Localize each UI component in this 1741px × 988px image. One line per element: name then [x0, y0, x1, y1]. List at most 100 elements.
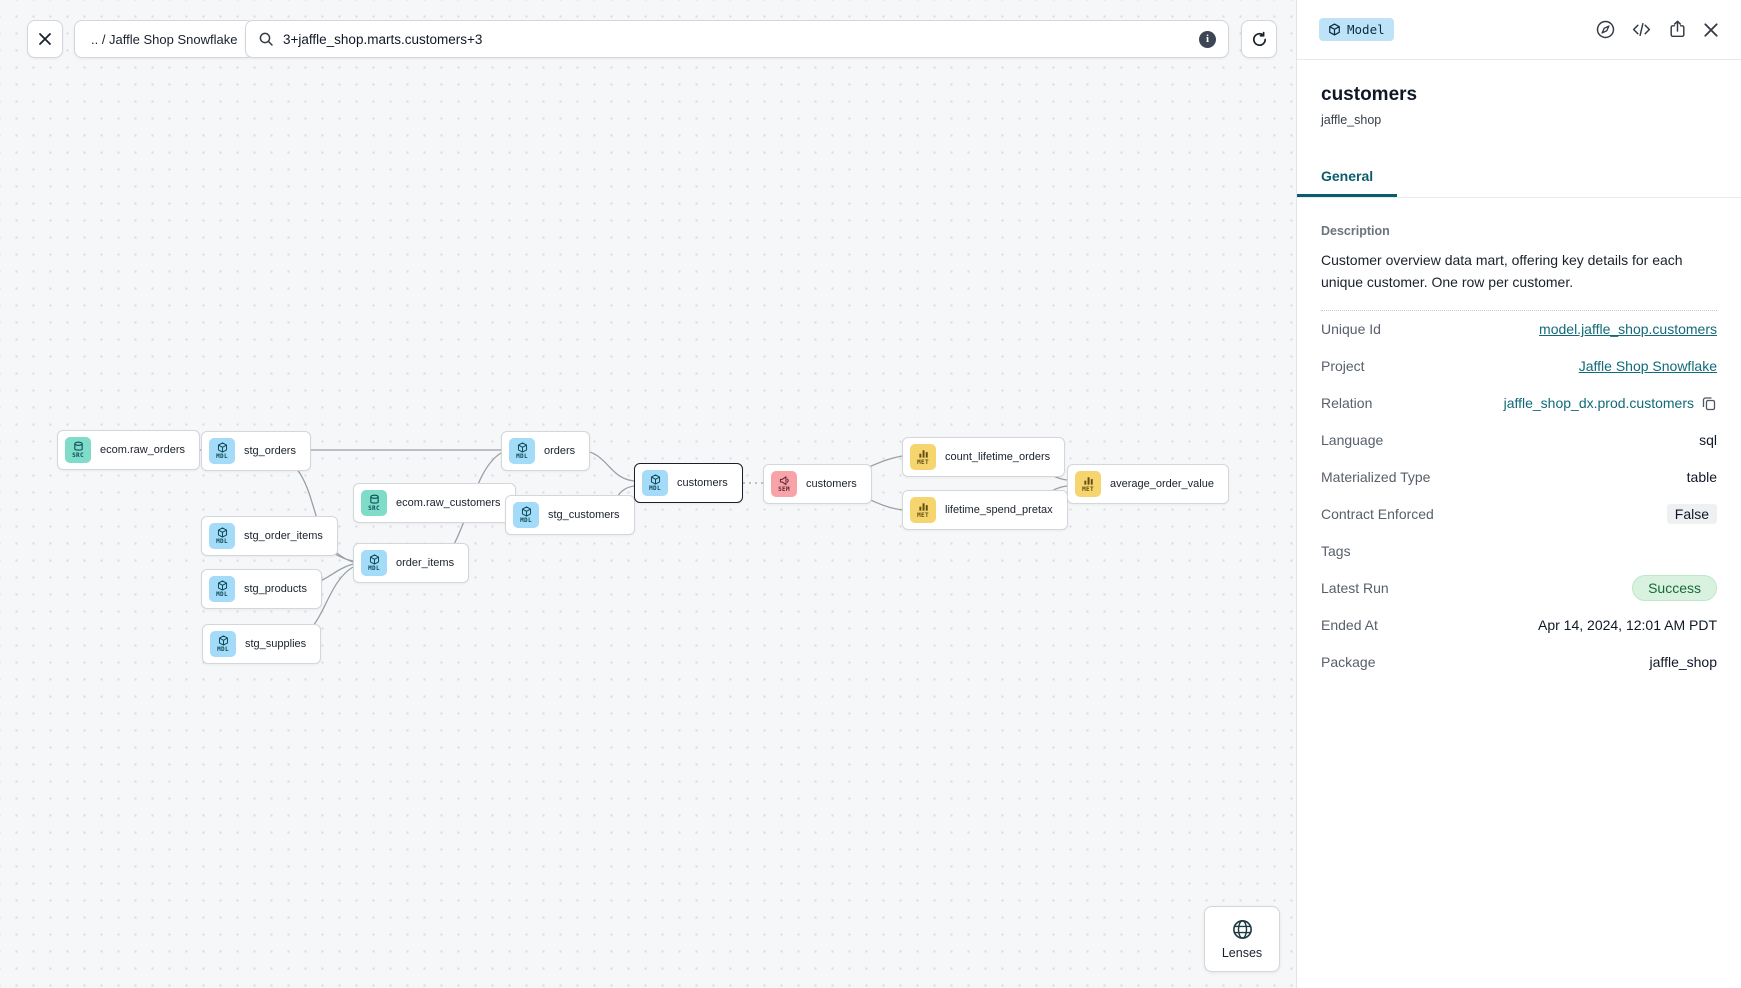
node-label: ecom.raw_customers: [396, 497, 501, 509]
source-icon: SRC: [361, 490, 387, 516]
field-label: Latest Run: [1321, 580, 1389, 597]
description-label: Description: [1321, 224, 1390, 238]
search-input[interactable]: [283, 31, 1190, 47]
panel-actions: [1595, 19, 1719, 40]
search-bar: i: [245, 20, 1229, 58]
info-icon[interactable]: i: [1199, 30, 1216, 48]
graph-node-average-order-value[interactable]: MET average_order_value: [1067, 464, 1229, 504]
field-row-contract-enforced: Contract Enforced False: [1321, 496, 1717, 533]
field-value-package: jaffle_shop: [1649, 654, 1717, 671]
resource-type-label: Model: [1347, 22, 1385, 37]
source-icon: SRC: [65, 437, 91, 463]
metric-icon: MET: [1075, 471, 1101, 497]
graph-node-customers-semantic[interactable]: SEM customers: [763, 464, 872, 504]
graph-node-lifetime-spend-pretax[interactable]: MET lifetime_spend_pretax: [902, 490, 1068, 530]
field-label: Unique Id: [1321, 321, 1381, 338]
model-icon: MDL: [361, 550, 387, 576]
panel-header: Model: [1297, 0, 1741, 60]
lenses-label: Lenses: [1221, 946, 1263, 960]
field-label: Project: [1321, 358, 1365, 375]
copy-icon[interactable]: [1701, 395, 1717, 411]
node-label: ecom.raw_orders: [100, 444, 185, 456]
field-label: Materialized Type: [1321, 469, 1431, 486]
panel-body: customers jaffle_shop General Descriptio…: [1297, 60, 1741, 681]
details-panel: Model: [1296, 0, 1741, 988]
search-icon: [259, 32, 273, 46]
field-value-unique-id[interactable]: model.jaffle_shop.customers: [1539, 321, 1717, 338]
field-row-latest-run: Latest Run Success: [1321, 570, 1717, 607]
model-icon: MDL: [209, 523, 235, 549]
breadcrumb[interactable]: .. / Jaffle Shop Snowflake: [74, 20, 255, 58]
node-label: customers: [806, 478, 857, 490]
tab-general[interactable]: General: [1297, 159, 1398, 197]
field-row-project: Project Jaffle Shop Snowflake: [1321, 348, 1717, 385]
status-badge: Success: [1632, 575, 1717, 602]
node-label: count_lifetime_orders: [945, 451, 1051, 463]
field-label: Language: [1321, 432, 1384, 449]
refresh-icon: [1252, 31, 1266, 46]
field-value-language: sql: [1699, 432, 1717, 449]
field-value-relation: jaffle_shop_dx.prod.customers: [1503, 395, 1694, 412]
share-icon: [1670, 20, 1685, 38]
graph-node-stg-orders[interactable]: MDL stg_orders: [201, 431, 311, 471]
breadcrumb-label: .. / Jaffle Shop Snowflake: [91, 31, 238, 47]
field-value-contract-enforced: False: [1666, 504, 1717, 525]
field-value-ended-at: Apr 14, 2024, 12:01 AM PDT: [1538, 617, 1717, 634]
graph-node-orders[interactable]: MDL orders: [501, 431, 591, 471]
graph-node-count-lifetime-orders[interactable]: MET count_lifetime_orders: [902, 437, 1066, 477]
node-label: orders: [544, 445, 576, 457]
explore-compass-icon: [1596, 20, 1615, 39]
node-label: average_order_value: [1110, 478, 1214, 490]
field-label: Tags: [1321, 543, 1351, 560]
share-button[interactable]: [1667, 19, 1688, 40]
model-icon: MDL: [209, 438, 235, 464]
model-icon: MDL: [642, 470, 668, 496]
divider: [1321, 309, 1717, 311]
node-label: stg_orders: [244, 445, 296, 457]
explore-lineage-button[interactable]: [1595, 19, 1616, 40]
field-row-tags: Tags: [1321, 533, 1717, 570]
field-label: Ended At: [1321, 617, 1378, 634]
field-value-project[interactable]: Jaffle Shop Snowflake: [1578, 358, 1717, 375]
node-label: stg_customers: [548, 509, 620, 521]
package-subtitle: jaffle_shop: [1321, 113, 1382, 127]
view-code-button[interactable]: [1631, 19, 1652, 40]
node-label: customers: [677, 477, 728, 489]
close-panel-button[interactable]: [1703, 22, 1719, 38]
field-row-relation: Relation jaffle_shop_dx.prod.customers: [1321, 385, 1717, 422]
field-value-wrap-relation: jaffle_shop_dx.prod.customers: [1504, 395, 1717, 411]
graph-node-customers[interactable]: MDL customers: [634, 463, 743, 503]
refresh-button[interactable]: [1241, 20, 1277, 58]
metric-icon: MET: [910, 444, 936, 470]
model-icon: MDL: [509, 438, 535, 464]
graph-node-ecom-raw-orders[interactable]: SRC ecom.raw_orders: [57, 430, 200, 470]
graph-node-stg-customers[interactable]: MDL stg_customers: [505, 495, 635, 535]
semantic-model-icon: SEM: [771, 471, 797, 497]
lenses-button[interactable]: Lenses: [1204, 906, 1280, 972]
close-lineage-button[interactable]: [27, 20, 63, 58]
metric-icon: MET: [910, 497, 936, 523]
graph-node-stg-supplies[interactable]: MDL stg_supplies: [202, 624, 322, 664]
node-label: lifetime_spend_pretax: [945, 504, 1053, 516]
node-label: stg_supplies: [245, 638, 307, 650]
code-icon: [1632, 22, 1651, 37]
field-row-materialized-type: Materialized Type table: [1321, 459, 1717, 496]
graph-node-ecom-raw-customers[interactable]: SRC ecom.raw_customers: [353, 483, 516, 523]
description-text: Customer overview data mart, offering ke…: [1321, 252, 1683, 291]
globe-lens-icon: [1232, 920, 1252, 939]
model-icon: MDL: [513, 502, 539, 528]
field-label: Relation: [1321, 395, 1373, 412]
field-value-materialized-type: table: [1686, 469, 1717, 486]
field-label: Contract Enforced: [1321, 506, 1434, 523]
field-row-unique-id: Unique Id model.jaffle_shop.customers: [1321, 311, 1717, 348]
model-icon: MDL: [210, 631, 236, 657]
page-title: customers: [1321, 84, 1418, 105]
close-icon: [39, 33, 51, 45]
